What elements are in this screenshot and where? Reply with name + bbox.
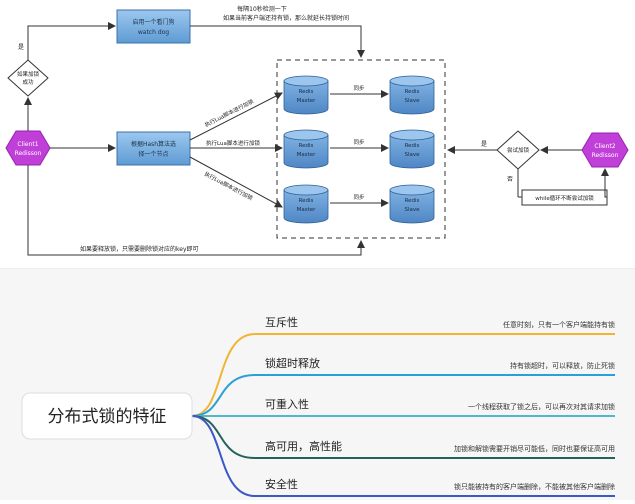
redis-master-label-2: Master: [297, 98, 317, 104]
branch-title-5: 安全性: [265, 477, 298, 491]
sync-label-3: 同步: [353, 194, 365, 201]
branch-title-3: 可重入性: [265, 397, 309, 411]
branch-desc-3: 一个线程获取了锁之后，可以再次对其请求加锁: [468, 402, 615, 411]
redis-master-label-2: Master: [297, 207, 317, 213]
hash-box-line1: 根据Hash算法选: [131, 140, 176, 148]
edge-while-to-client2: [601, 168, 609, 198]
redis-master-label-1: Redis: [299, 89, 314, 95]
watchdog-note-line2: 如果当前客户端还持有锁，那么就延长持锁时间: [223, 14, 349, 22]
hash-box-line2: 择一个节点: [138, 150, 168, 158]
watchdog-line2: watch dog: [138, 29, 169, 36]
client2-label-2: Redisson: [592, 152, 619, 159]
redis-master-label-2: Master: [297, 152, 317, 158]
client1-label-1: Client1: [17, 141, 38, 148]
flow-connectors: [24, 22, 609, 256]
decision-left-line2: 成功: [22, 78, 34, 86]
mindmap-center-node: 分布式锁的特征: [21, 392, 193, 440]
edge-watchdog-to-cluster: [190, 25, 365, 58]
branch-title-2: 锁超时释放: [265, 356, 320, 370]
edge-decision-to-watchdog: [27, 22, 116, 60]
while-loop-box: while循环不断尝试加锁: [521, 189, 608, 206]
branch-desc-5: 锁只能被持有的客户端删除，不能被其他客户端删除: [454, 482, 615, 491]
mindmap-branch-5: 安全性 锁只能被持有的客户端删除，不能被其他客户端删除: [191, 415, 615, 497]
branch-line-1: [191, 333, 615, 417]
branch-line-4: [191, 415, 615, 459]
try-lock-decision: 尝试加锁: [496, 130, 540, 170]
yes-label-left: 是: [18, 44, 24, 51]
watchdog-line1: 启用一个看门狗: [132, 18, 174, 26]
redis-rows: RedisMasterRedisSlave同步RedisMasterRedisS…: [283, 75, 435, 224]
redis-slave-label-1: Redis: [405, 89, 420, 95]
mindmap-branch-2: 锁超时释放 持有锁超时，可以释放，防止死锁: [191, 356, 615, 417]
hash-select-box: 根据Hash算法选 择一个节点: [116, 131, 191, 166]
lua-label-bottom: 执行Lua脚本进行加锁: [203, 170, 255, 203]
client1-node: Client1 Redisson: [5, 130, 51, 166]
while-box-label: while循环不断尝试加锁: [535, 194, 594, 202]
redisson-lock-flow: Client1 Redisson Client2 Redisson 根据Hash…: [5, 5, 629, 256]
branch-line-5: [191, 415, 615, 497]
edge-hash-to-master-top: [189, 92, 283, 141]
mindmap-branch-1: 互斥性 任意时刻，只有一个客户端能持有锁: [191, 315, 615, 417]
client2-node: Client2 Redisson: [581, 132, 629, 168]
mindmap-branch-4: 高可用，高性能 加锁和解锁需要开销尽可能低，同时也要保证高可用: [191, 415, 615, 459]
redis-slave-label-2: Slave: [404, 98, 420, 104]
sync-label-1: 同步: [353, 85, 365, 92]
redis-slave-label-1: Redis: [405, 143, 420, 149]
lua-label-mid: 执行Lua脚本进行加锁: [206, 139, 260, 147]
client2-label-1: Client2: [594, 143, 615, 150]
branch-desc-4: 加锁和解锁需要开销尽可能低，同时也要保证高可用: [454, 444, 615, 453]
decision-left-line1: 如果加锁: [17, 70, 40, 78]
lock-success-decision: 如果加锁 成功: [7, 59, 49, 97]
yes-label-right: 是: [481, 141, 487, 148]
redis-slave-label-2: Slave: [404, 152, 420, 158]
redis-master-label-1: Redis: [299, 198, 314, 204]
edge-release-to-cluster: [27, 165, 365, 256]
branch-line-2: [191, 374, 615, 417]
edge-hash-to-master-bottom: [189, 156, 283, 208]
branch-desc-2: 持有锁超时，可以释放，防止死锁: [510, 361, 615, 370]
branch-title-4: 高可用，高性能: [265, 439, 342, 453]
mindmap-center-label: 分布式锁的特征: [48, 407, 167, 427]
client1-label-2: Redisson: [15, 150, 42, 157]
branch-title-1: 互斥性: [265, 315, 298, 329]
mindmap-branch-3: 可重入性 一个线程获取了锁之后，可以再次对其请求加锁: [191, 397, 615, 418]
no-label-right: 否: [507, 176, 513, 183]
sync-label-2: 同步: [353, 139, 365, 146]
redis-slave-label-2: Slave: [404, 207, 420, 213]
watchdog-note-line1: 每隔10秒检测一下: [237, 5, 287, 13]
mindmap-background: [0, 269, 635, 500]
branch-desc-1: 任意时刻，只有一个客户端能持有锁: [503, 320, 615, 329]
figure-divider: [0, 268, 635, 269]
redis-master-label-1: Redis: [299, 143, 314, 149]
lua-label-top: 执行Lua脚本进行加锁: [203, 97, 255, 129]
watchdog-box: 启用一个看门狗 watch dog: [116, 9, 191, 44]
decision-right-label: 尝试加锁: [507, 146, 530, 154]
release-note: 如果要释放锁，只需要删除锁对应的key即可: [80, 245, 199, 253]
redis-slave-label-1: Redis: [405, 198, 420, 204]
